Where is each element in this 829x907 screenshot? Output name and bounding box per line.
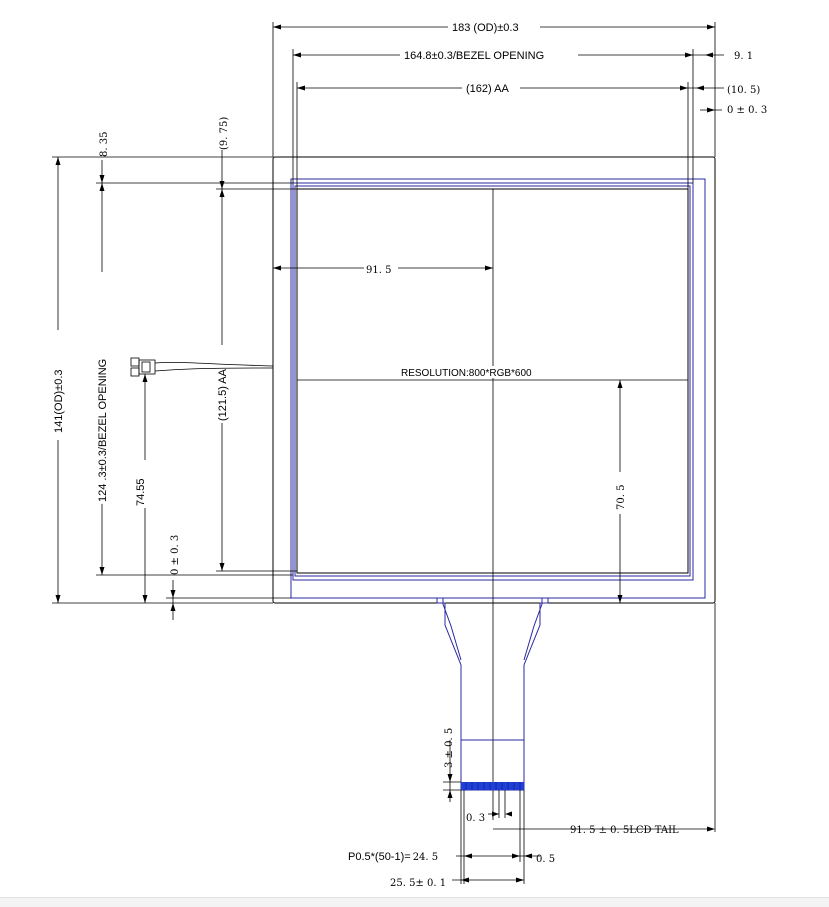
active-area-outline — [296, 188, 689, 574]
connector-offset-label: 74.55 — [135, 478, 147, 506]
bezel-height-label: 124 .3±0.3/BEZEL OPENING — [97, 359, 109, 502]
pin-width-label: 0. 3 — [466, 813, 485, 824]
center-x-label: 91. 5 — [366, 265, 391, 276]
top-offset-label-2: (9. 75) — [219, 117, 230, 150]
film-outline — [290, 178, 706, 599]
right-offset-label-1: 9. 1 — [734, 51, 753, 62]
pitch-gap-label: 0. 5 — [536, 854, 555, 865]
tail-width-label: 25. 5± 0. 1 — [390, 878, 446, 889]
aa-width-label: (162) AA — [466, 83, 509, 95]
center-y-label: 70. 5 — [616, 485, 627, 510]
top-offset-label-1: 8. 35 — [99, 132, 110, 157]
contact-ticks — [465, 782, 521, 790]
pitch-label: P0.5*(50-1)=24. 5 — [348, 851, 438, 863]
aa-height-label: (121.5) AA — [217, 368, 229, 421]
stiffener-label: 3 ± 0. 5 — [444, 728, 455, 768]
bezel-width-label: 164.8±0.3/BEZEL OPENING — [404, 50, 544, 62]
panel-outline-od — [272, 156, 716, 604]
od-width-label: 183 (OD)±0.3 — [452, 22, 519, 34]
bottom-offset-label: 0 ± 0. 3 — [170, 535, 181, 575]
right-offset-label-2: (10. 5) — [727, 85, 760, 96]
resolution-label: RESOLUTION:800*RGB*600 — [401, 368, 532, 379]
side-connector — [130, 357, 274, 377]
od-height-label: 141(OD)±0.3 — [53, 369, 65, 433]
right-offset-label-3: 0 ± 0. 3 — [727, 105, 767, 116]
viewer-bottom-bar — [0, 897, 829, 907]
tail-length-label: 91. 5 ± 0. 5LCD TAIL — [570, 825, 679, 836]
fpc-contacts — [461, 782, 524, 790]
active-area-outline-outer — [294, 185, 691, 577]
